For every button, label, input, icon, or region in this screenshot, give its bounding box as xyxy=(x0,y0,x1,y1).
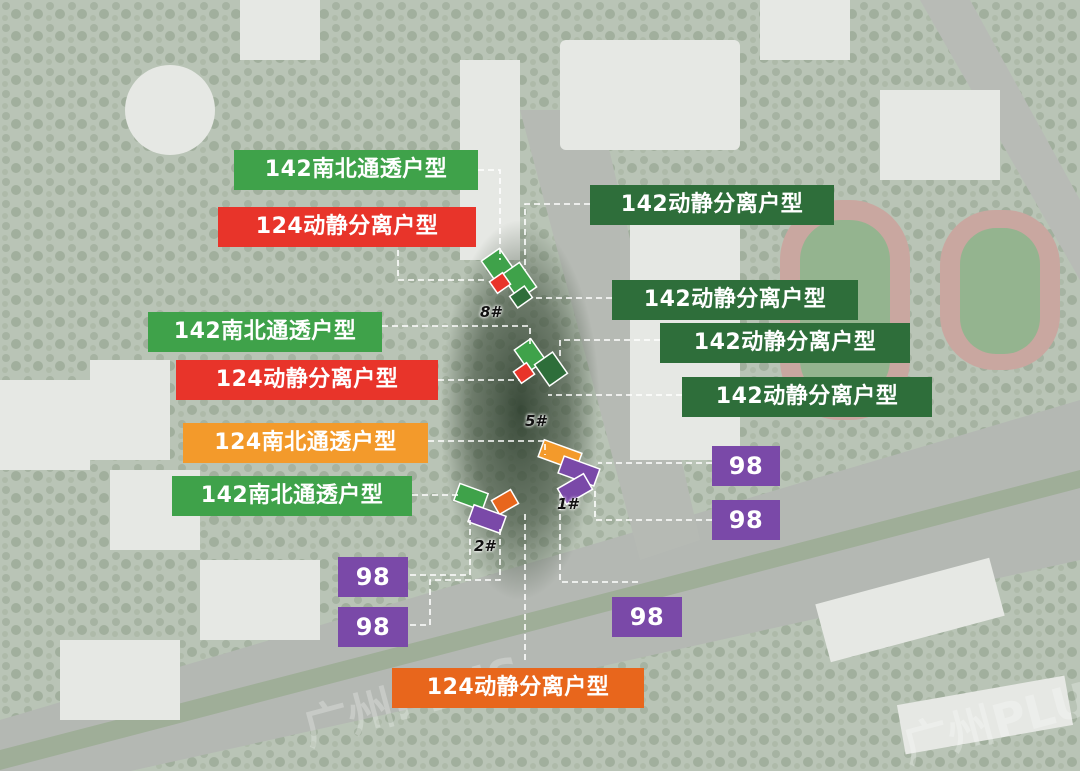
unit-label-124-ns: 124南北通透户型 xyxy=(183,423,428,463)
unit-label-124-dj: 124动静分离户型 xyxy=(392,668,644,708)
building-2-label: 2# xyxy=(474,537,495,555)
unit-label-124-dj: 124动静分离户型 xyxy=(218,207,476,247)
unit-label-98: 98 xyxy=(712,500,780,540)
unit-label-98: 98 xyxy=(338,607,408,647)
unit-label-142-dj: 142动静分离户型 xyxy=(590,185,834,225)
unit-label-142-dj: 142动静分离户型 xyxy=(660,323,910,363)
unit-label-142-ns: 142南北通透户型 xyxy=(148,312,382,352)
unit-label-142-dj: 142动静分离户型 xyxy=(682,377,932,417)
unit-label-98: 98 xyxy=(712,446,780,486)
project-buildings xyxy=(452,247,601,535)
building-1-label: 1# xyxy=(557,495,578,513)
unit-label-142-ns: 142南北通透户型 xyxy=(234,150,478,190)
sports-field-2-grass xyxy=(960,228,1040,354)
main-road-median xyxy=(0,470,1080,770)
unit-label-98: 98 xyxy=(612,597,682,637)
unit-label-98: 98 xyxy=(338,557,408,597)
leader-lines xyxy=(382,169,712,660)
unit-label-142-ns: 142南北通透户型 xyxy=(172,476,412,516)
building-8-label: 8# xyxy=(480,303,501,321)
unit-label-142-dj: 142动静分离户型 xyxy=(612,280,858,320)
building-5-label: 5# xyxy=(525,412,546,430)
unit-label-124-dj: 124动静分离户型 xyxy=(176,360,438,400)
